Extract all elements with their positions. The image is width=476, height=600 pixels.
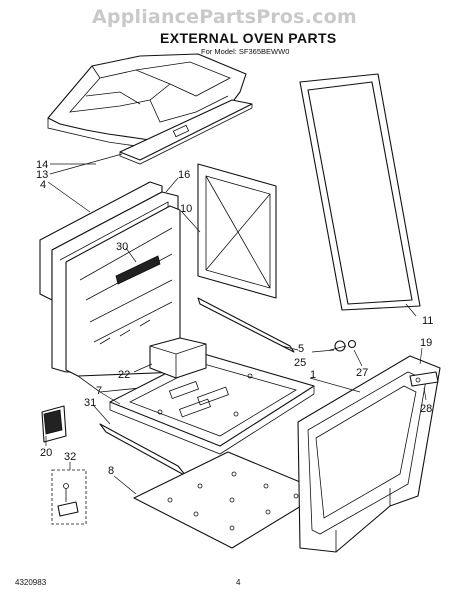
callout-22: 22 <box>118 369 130 381</box>
knob-part <box>347 339 357 349</box>
callout-16: 16 <box>178 169 190 181</box>
clip-detail-part <box>51 469 87 525</box>
doc-number: 4320983 <box>15 578 47 587</box>
callout-25: 25 <box>294 357 306 369</box>
callout-14: 14 <box>36 159 48 171</box>
hinge-part <box>409 371 439 387</box>
callout-31: 31 <box>84 397 96 409</box>
callout-11: 11 <box>422 315 433 327</box>
callout-5: 5 <box>298 343 304 355</box>
callout-30: 30 <box>116 241 128 253</box>
callout-10: 10 <box>180 203 192 215</box>
diagram-title: EXTERNAL OVEN PARTS <box>160 30 337 46</box>
callout-20: 20 <box>40 447 52 459</box>
broiler-pan-part <box>133 451 325 549</box>
leader-lines <box>45 153 427 495</box>
callout-13: 13 <box>36 169 48 181</box>
inner-liner-part <box>65 205 181 393</box>
top-cover-part <box>47 53 247 149</box>
model-subtitle: For Model: SF365BEWW0 <box>201 47 290 56</box>
burner-box-part <box>149 337 207 379</box>
callout-4: 4 <box>40 179 46 191</box>
bracket-part <box>41 405 67 443</box>
callout-1: 1 <box>310 369 316 381</box>
callout-19: 19 <box>420 337 432 349</box>
rail-part <box>197 297 295 353</box>
callout-27: 27 <box>356 367 368 379</box>
valve-part <box>329 340 347 352</box>
callout-labels: 14 13 4 16 10 30 11 5 25 27 1 19 28 22 7… <box>36 159 433 477</box>
watermark: AppliancePartsPros.com <box>92 6 357 28</box>
callout-7: 7 <box>96 385 102 397</box>
callout-8: 8 <box>108 465 114 477</box>
callout-32: 32 <box>64 451 76 463</box>
back-panel-part <box>197 163 277 299</box>
page-number: 4 <box>236 578 241 587</box>
door-gasket-part <box>299 73 421 311</box>
door-frame-part <box>297 355 441 553</box>
callout-28: 28 <box>420 403 432 415</box>
